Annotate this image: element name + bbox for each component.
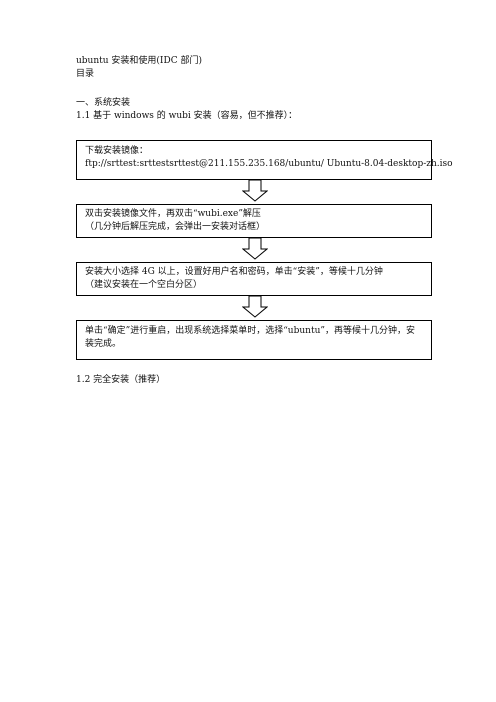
flow-step-extract-line-2: （几分钟后解压完成，会弹出一安装对话框）: [85, 222, 266, 232]
flow-step-download: 下载安装镜像： ftp://srttest:srttestsrttest@211…: [76, 140, 453, 180]
subsection-heading-wubi-install: 1.1 基于 windows 的 wubi 安装（容易，但不推荐）：: [76, 111, 298, 121]
flow-step-extract: 双击安装镜像文件，再双击“wubi.exe”解压 （几分钟后解压完成，会弹出一安…: [76, 204, 432, 238]
flow-step-download-line-1: 下载安装镜像：: [85, 146, 149, 156]
subsection-heading-full-install: 1.2 完全安装（推荐）: [76, 375, 166, 385]
flow-step-reboot-text: 单击“确定”进行重启，出现系统选择菜单时，选择“ubuntu”，再等候十几分钟，…: [85, 326, 415, 349]
toc-heading: 目录: [76, 69, 95, 79]
flow-step-download-url: ftp://srttest:srttestsrttest@211.155.235…: [85, 159, 453, 169]
flow-step-extract-line-1: 双击安装镜像文件，再双击“wubi.exe”解压: [85, 209, 261, 219]
flow-arrow-down-icon: [242, 296, 268, 318]
flow-step-reboot: 单击“确定”进行重启，出现系统选择菜单时，选择“ubuntu”，再等候十几分钟，…: [76, 320, 432, 360]
document-title: ubuntu 安装和使用(IDC 部门): [76, 56, 202, 66]
flow-step-install-size-line-2: （建议安装在一个空白分区）: [85, 280, 203, 290]
flow-arrow-down-icon: [242, 180, 268, 202]
flow-arrow-down-icon: [242, 238, 268, 260]
flow-step-install-size: 安装大小选择 4G 以上，设置好用户名和密码，单击“安装”，等候十几分钟 （建议…: [76, 262, 432, 296]
section-heading-system-install: 一、系统安装: [76, 98, 131, 108]
flow-step-install-size-line-1: 安装大小选择 4G 以上，设置好用户名和密码，单击“安装”，等候十几分钟: [85, 267, 383, 277]
